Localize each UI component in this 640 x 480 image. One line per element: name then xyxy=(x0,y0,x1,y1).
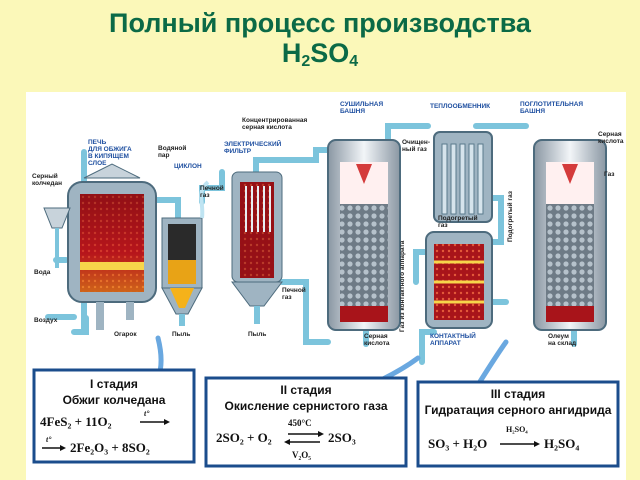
electric-filter xyxy=(231,171,283,324)
title-formula: H2SO4 xyxy=(281,38,359,70)
svg-text:H₂SO₄: H₂SO₄ xyxy=(544,436,579,451)
stage-box-1: I стадия Обжиг колчедана 4FeS₂ + 11O₂ t°… xyxy=(32,368,196,464)
svg-text:Пыль: Пыль xyxy=(248,331,266,338)
cyclone xyxy=(161,180,210,326)
svg-text:H₂SO₄: H₂SO₄ xyxy=(506,425,528,434)
svg-text:Газ из контактного аппарата: Газ из контактного аппарата xyxy=(399,240,406,332)
svg-text:t°: t° xyxy=(46,435,52,444)
svg-text:Гидратация серного ангидрида: Гидратация серного ангидрида xyxy=(425,403,612,417)
svg-text:Подогретый газ: Подогретый газ xyxy=(506,190,514,242)
svg-text:I стадия: I стадия xyxy=(90,377,138,391)
svg-text:Вода: Вода xyxy=(34,269,51,276)
svg-text:4FeS₂ + 11O₂: 4FeS₂ + 11O₂ xyxy=(40,414,112,429)
svg-text:SO₃ + H₂O: SO₃ + H₂O xyxy=(428,436,487,451)
heat-exchanger xyxy=(433,131,493,223)
svg-text:Окисление сернистого газа: Окисление сернистого газа xyxy=(225,399,388,413)
svg-text:Огарок: Огарок xyxy=(114,331,137,338)
svg-text:Газ: Газ xyxy=(604,171,615,178)
svg-text:2SO₂ + O₂: 2SO₂ + O₂ xyxy=(216,430,272,445)
svg-text:II стадия: II стадия xyxy=(280,383,331,397)
svg-text:2Fe₂O₃ + 8SO₂: 2Fe₂O₃ + 8SO₂ xyxy=(70,440,150,455)
svg-text:ТЕПЛООБМЕННИК: ТЕПЛООБМЕННИК xyxy=(430,103,490,110)
svg-text:ЦИКЛОН: ЦИКЛОН xyxy=(174,163,202,170)
svg-text:Воздух: Воздух xyxy=(34,317,58,324)
svg-text:2SO₃: 2SO₃ xyxy=(328,430,356,445)
page-title: Полный процесс производства H2SO4 xyxy=(0,8,640,77)
furnace xyxy=(67,163,157,330)
contact-apparatus xyxy=(425,231,493,329)
svg-text:t°: t° xyxy=(144,409,150,418)
drying-tower xyxy=(327,139,401,331)
svg-text:Обжиг колчедана: Обжиг колчедана xyxy=(63,393,166,407)
stage-box-2: II стадия Окисление сернистого газа 450°… xyxy=(204,376,408,468)
svg-text:III стадия: III стадия xyxy=(491,387,546,401)
absorption-tower xyxy=(533,139,607,331)
svg-text:Очищен-ный газ: Очищен-ный газ xyxy=(402,139,430,153)
pyrite-hopper xyxy=(43,207,71,268)
stage-box-3: III стадия Гидратация серного ангидрида … xyxy=(416,380,620,468)
title-line1: Полный процесс производства xyxy=(109,8,531,38)
svg-text:Пыль: Пыль xyxy=(172,331,190,338)
svg-text:450°C: 450°C xyxy=(288,418,312,428)
svg-text:V₂O₅: V₂O₅ xyxy=(292,450,311,460)
